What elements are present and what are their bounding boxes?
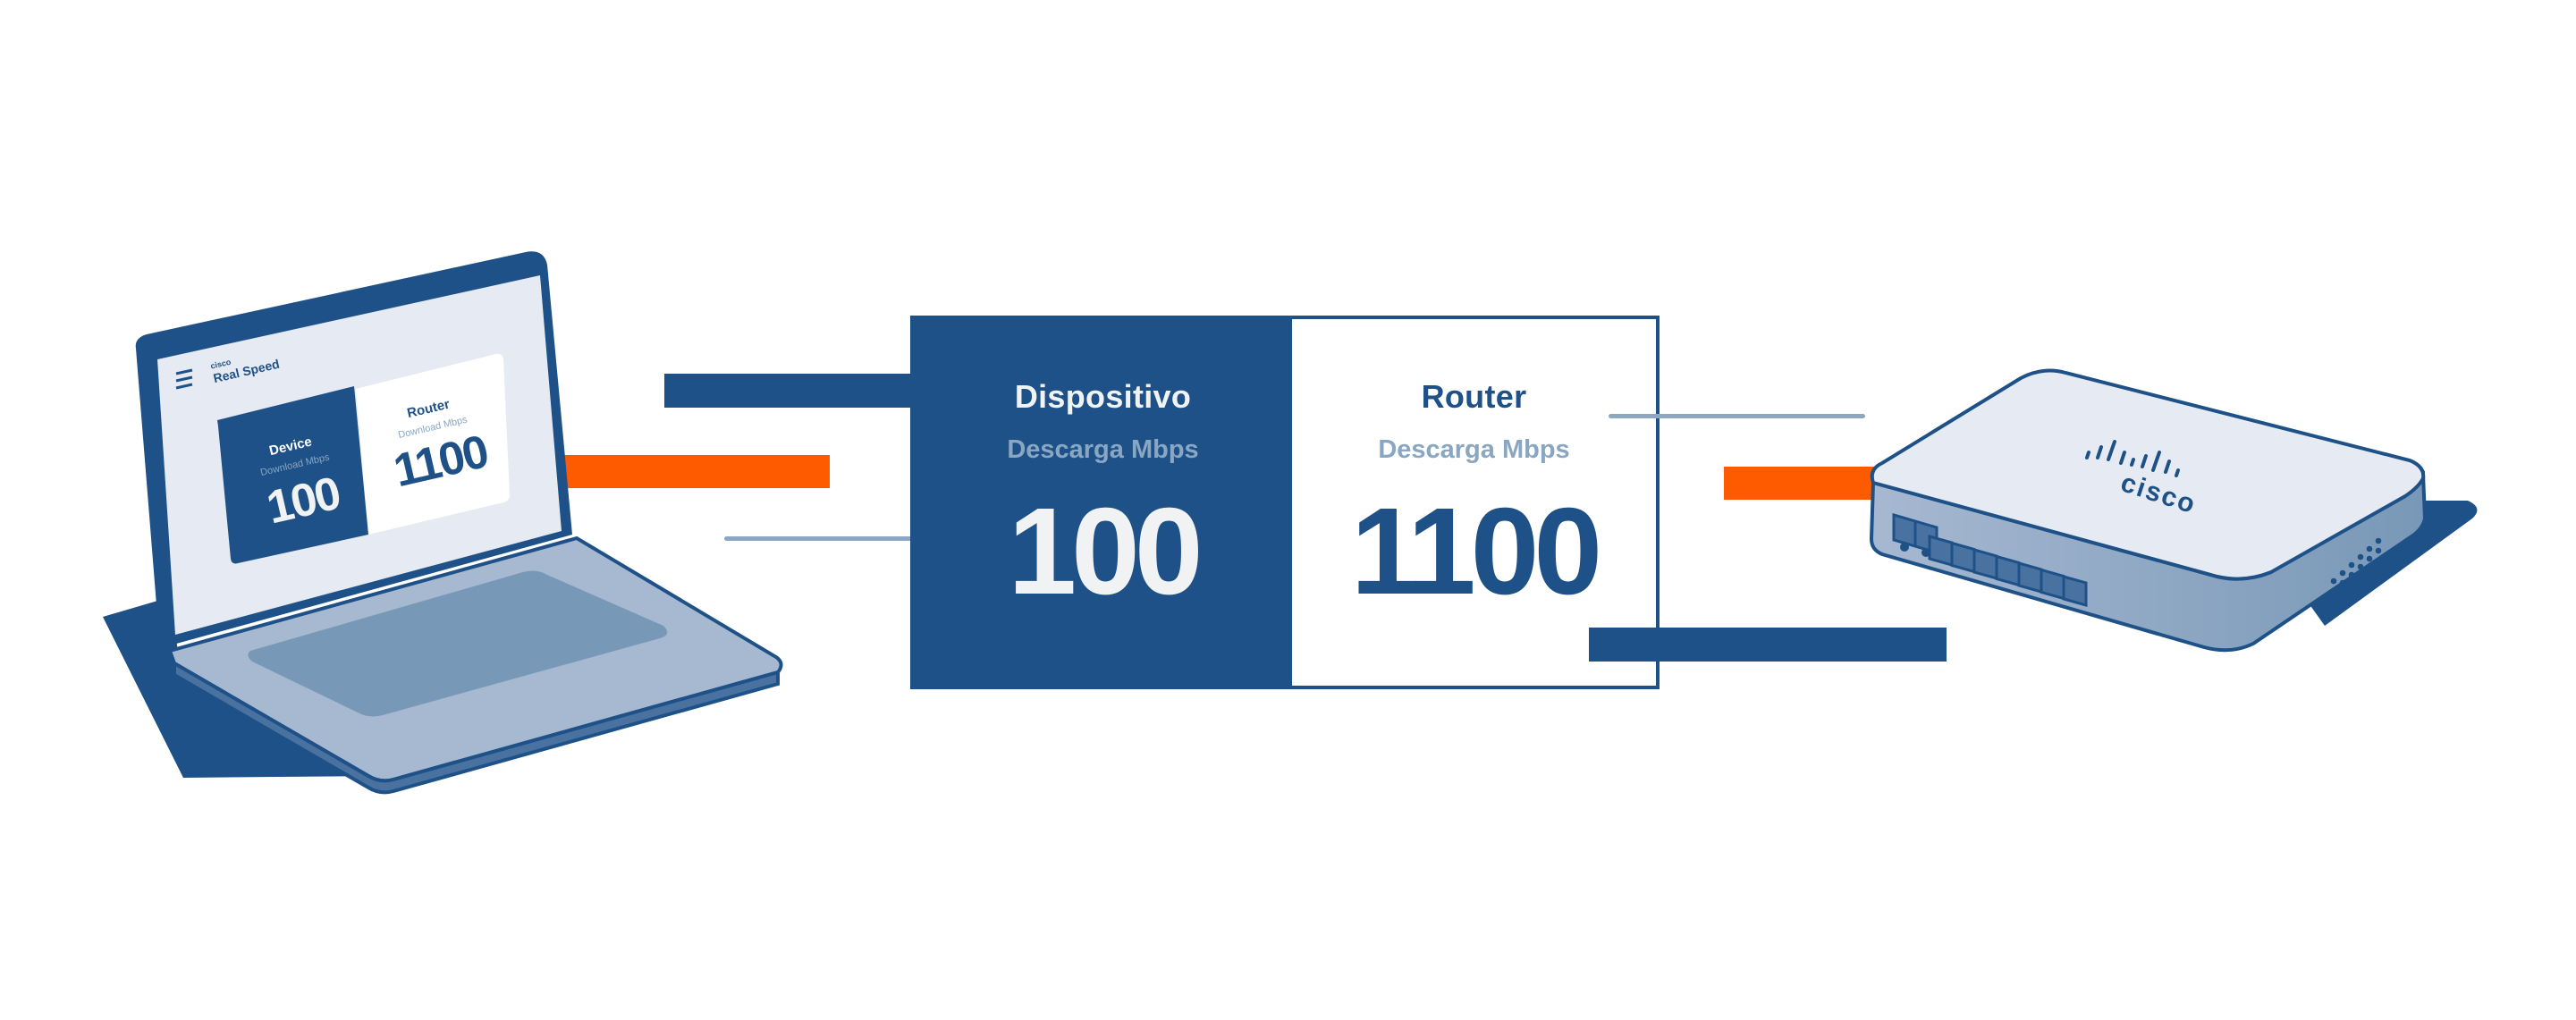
- vent-hole: [2375, 537, 2382, 544]
- vent-hole: [2348, 591, 2355, 598]
- ethernet-port: [1950, 541, 1976, 574]
- ethernet-ports: [1928, 535, 2088, 607]
- screen-brand: cisco: [209, 358, 232, 371]
- vent-hole: [2375, 557, 2382, 564]
- sfp-ports: [1892, 513, 1938, 557]
- vent-hole: [2357, 583, 2364, 590]
- vent-hole: [2357, 573, 2364, 580]
- connector-bar-left-orange: [554, 455, 830, 488]
- vent-hole: [2330, 607, 2337, 614]
- vent-hole: [2366, 555, 2373, 562]
- vent-hole: [2330, 587, 2337, 594]
- ethernet-port: [1972, 548, 1998, 580]
- vent-hole: [2366, 575, 2373, 582]
- vent-hole: [2330, 597, 2337, 604]
- vent-hole: [2366, 565, 2373, 572]
- vent-hole: [2375, 567, 2382, 574]
- vent-hole: [2357, 563, 2364, 570]
- screen-device-value: 100: [262, 468, 344, 535]
- router-title: Router: [1421, 378, 1527, 415]
- vent-hole: [2366, 545, 2373, 552]
- router-subtitle: Descarga Mbps: [1378, 435, 1570, 464]
- device-title: Dispositivo: [1014, 378, 1192, 415]
- router-brand-label: cisco: [2117, 468, 2200, 519]
- router-speed-value: 1100: [1350, 483, 1602, 620]
- vent-hole: [2348, 571, 2355, 578]
- ethernet-port: [2062, 575, 2088, 607]
- screen-device-title: Device: [268, 434, 314, 459]
- vent-hole: [2348, 581, 2355, 588]
- screen-router-subtitle: Download Mbps: [397, 414, 469, 441]
- vent-hole: [2375, 547, 2382, 554]
- connector-line-left-thin: [724, 536, 912, 541]
- connector-bar-right-orange: [1724, 467, 1876, 500]
- vent-hole: [2357, 553, 2364, 561]
- router-panel: Router Descarga Mbps 1100: [1292, 319, 1656, 686]
- device-panel: Dispositivo Descarga Mbps 100: [914, 319, 1292, 686]
- cisco-logo-icon: [2085, 440, 2180, 477]
- vent-holes: [2330, 537, 2382, 614]
- ethernet-port: [1928, 535, 1954, 567]
- menu-icon: [175, 368, 193, 390]
- vent-hole: [2339, 599, 2346, 606]
- device-speed-value: 100: [1008, 483, 1203, 620]
- vent-hole: [2330, 577, 2337, 585]
- connector-bar-left-navy: [664, 374, 915, 408]
- vent-hole: [2339, 589, 2346, 596]
- speed-comparison-card: Dispositivo Descarga Mbps 100 Router Des…: [910, 316, 1660, 689]
- screen-app-name: Real Speed: [212, 357, 281, 386]
- ethernet-port: [2040, 568, 2065, 601]
- device-subtitle: Descarga Mbps: [1007, 435, 1199, 464]
- vent-hole: [2348, 561, 2355, 569]
- screen-router-title: Router: [406, 397, 452, 421]
- vent-hole: [2339, 579, 2346, 586]
- ethernet-port: [2017, 561, 2043, 594]
- connector-line-right-thin: [1609, 414, 1865, 418]
- vent-hole: [2339, 569, 2346, 577]
- connector-bar-right-navy: [1589, 628, 1947, 662]
- screen-router-value: 1100: [389, 426, 492, 497]
- screen-device-subtitle: Download Mbps: [259, 451, 331, 478]
- ethernet-port: [1995, 554, 2021, 587]
